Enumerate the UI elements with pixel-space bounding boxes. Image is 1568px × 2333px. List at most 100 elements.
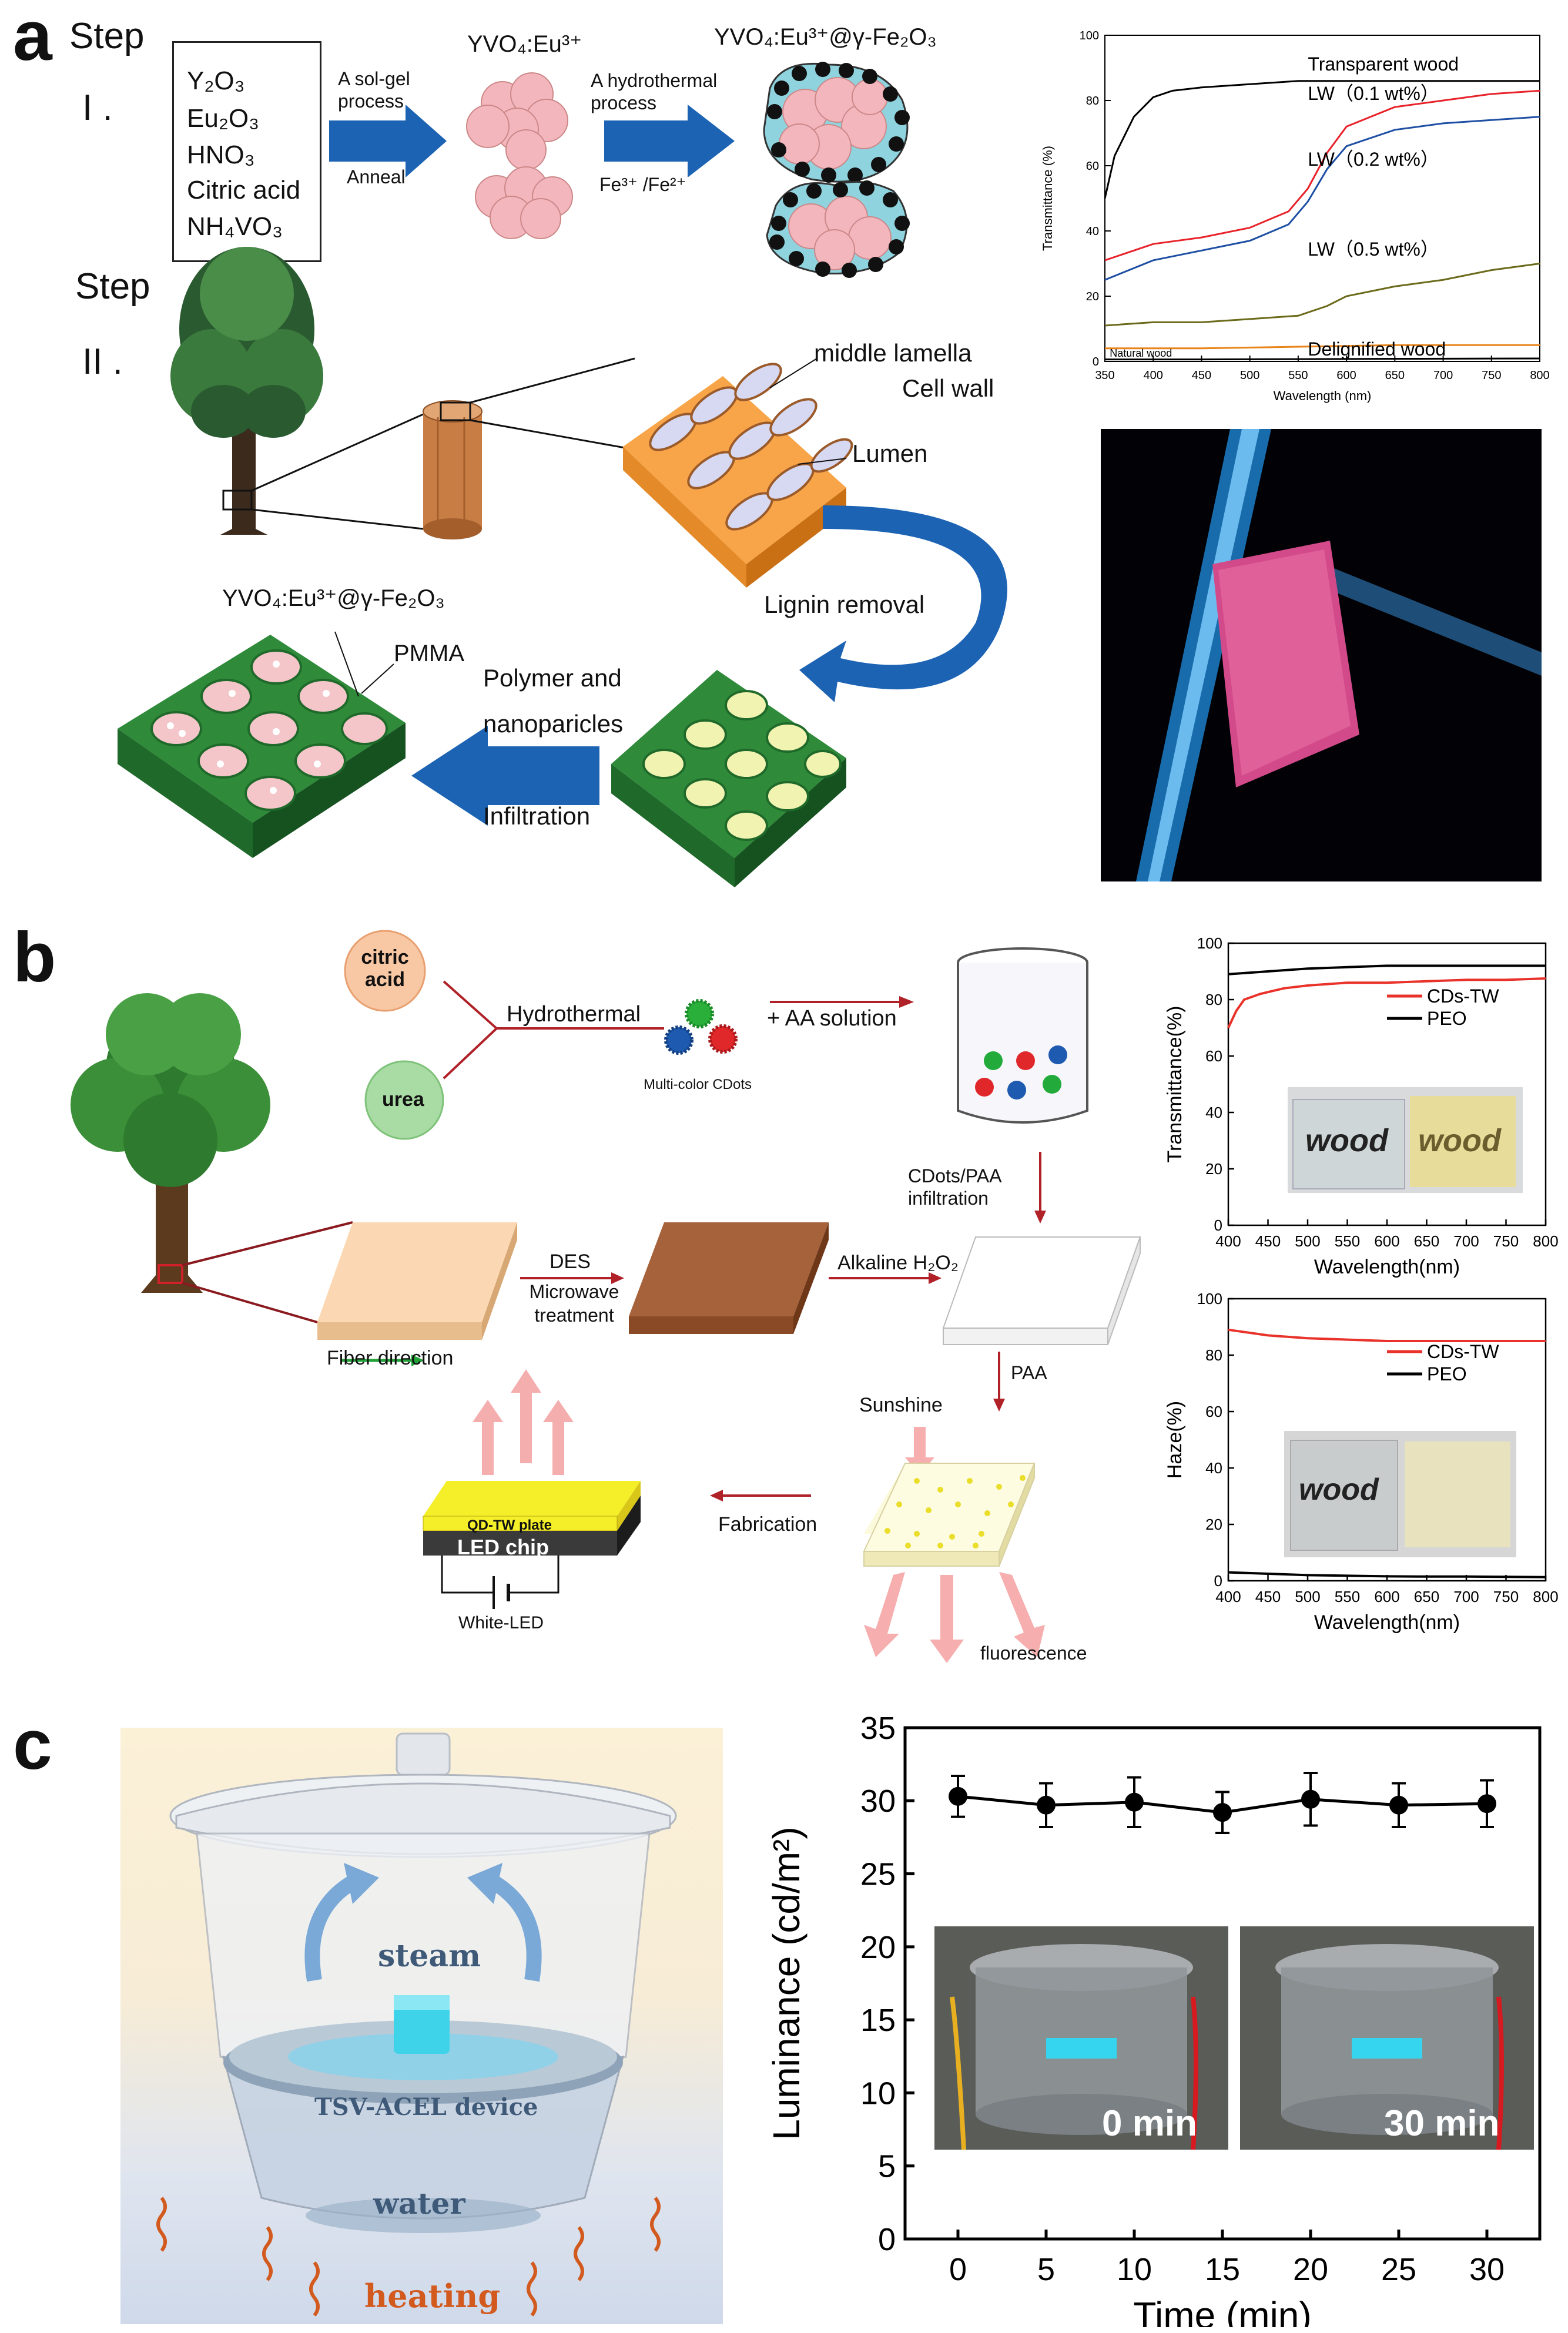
fluorescence-arrow: [999, 1572, 1045, 1657]
series-line-0: [1104, 80, 1540, 199]
series-line-4: [1105, 344, 1540, 350]
legend-label: PEO: [1427, 1008, 1467, 1029]
y-tick-label: 0: [1093, 356, 1099, 368]
cdots-paa-label: CDots/PAA infiltration: [908, 1165, 1001, 1209]
y-tick-label: 30: [860, 1784, 896, 1819]
x-tick-label: 700: [1433, 369, 1453, 382]
data-point: [1213, 1803, 1232, 1822]
y-tick-label: 20: [1205, 1160, 1222, 1178]
log-sample-box: [440, 401, 471, 421]
y-tick-label: 0: [1214, 1572, 1222, 1590]
hydrothermal-label-b: Hydrothermal: [507, 1002, 641, 1027]
cdot-green-icon: [685, 999, 714, 1028]
fluorescence-arrow: [864, 1572, 905, 1657]
x-tick-label: 500: [1295, 1588, 1320, 1605]
y-tick-label: 20: [860, 1930, 896, 1965]
y-tick-label: 5: [878, 2149, 896, 2184]
yvo4-particle-cluster-1: [466, 72, 568, 170]
x-tick-label: 650: [1414, 1232, 1439, 1250]
wood-photo-inset-haze: wood: [1284, 1431, 1516, 1557]
inset-30min-label: 30 min: [1384, 2103, 1500, 2144]
pmma-label: PMMA: [394, 641, 464, 666]
reagent-hno3: HNO₃: [187, 140, 255, 169]
heating-label: heating: [364, 2277, 501, 2315]
x-axis-label: Wavelength(nm): [1314, 1611, 1460, 1634]
beaker-icon: [957, 947, 1088, 1124]
middle-lamella-label: middle lamella: [814, 339, 972, 367]
water-label: water: [373, 2186, 465, 2221]
fluorescence-label: fluorescence: [980, 1643, 1087, 1664]
wood-photo-inset-transmittance: wood wood: [1288, 1087, 1523, 1193]
citric-acid-circle: [344, 930, 426, 1012]
series-line-5: [1105, 357, 1540, 361]
x-tick-label: 25: [1381, 2252, 1416, 2287]
tree-illustration-a: [170, 247, 323, 535]
infiltration-arrow: [411, 726, 599, 826]
y-tick-label: 80: [1205, 1346, 1222, 1364]
y-axis-label: Transmittance(%): [1164, 1005, 1186, 1162]
y-tick-label: 35: [860, 1711, 896, 1746]
x-tick-label: 750: [1493, 1232, 1519, 1250]
x-tick-label: 700: [1453, 1232, 1479, 1250]
x-tick-label: 10: [1117, 2252, 1152, 2287]
x-tick-label: 800: [1533, 1232, 1558, 1250]
fluorescence-arrow: [930, 1575, 964, 1663]
urea-label: urea: [382, 1088, 424, 1111]
x-tick-label: 750: [1493, 1588, 1519, 1605]
data-point: [1301, 1789, 1320, 1809]
legend-label: CDs-TW: [1427, 1341, 1499, 1362]
x-tick-label: 550: [1335, 1232, 1360, 1250]
steam-label: steam: [378, 1938, 481, 1974]
y-tick-label: 40: [1086, 225, 1099, 238]
pmma-pointer: [361, 663, 394, 694]
x-tick-label: 550: [1288, 369, 1308, 382]
sunshine-label: Sunshine: [859, 1394, 943, 1416]
inset-photo-0min: 0 min: [934, 1926, 1228, 2150]
multicolor-cdots-label: Multi-color CDots: [644, 1077, 752, 1092]
y-tick-label: 60: [1086, 160, 1099, 173]
polymer-and-label: Polymer and: [483, 664, 622, 692]
x-tick-label: 30: [1469, 2252, 1505, 2287]
natural-wood-slab: [317, 1222, 517, 1340]
hydrothermal-label: A hydrothermal process: [591, 70, 718, 113]
solgel-label: A sol-gel process: [338, 68, 410, 112]
inset-0min-label: 0 min: [1102, 2103, 1197, 2144]
series-line-0: [1227, 977, 1546, 1028]
y-tick-label: 40: [1205, 1459, 1222, 1477]
tree-sample-box: [158, 1264, 183, 1284]
step2-word: Step: [75, 266, 150, 307]
panel-a-schematic: [118, 62, 1007, 887]
x-tick-label: 20: [1293, 2252, 1328, 2287]
bleached-wood-slab: [942, 1236, 1141, 1345]
composite-label: YVO₄:Eu³⁺@γ-Fe₂O₃: [222, 585, 445, 611]
data-point: [1389, 1795, 1408, 1815]
lamella-pointer: [769, 358, 817, 388]
data-point: [1125, 1792, 1144, 1812]
tree-sample-box: [222, 490, 253, 511]
x-tick-label: 700: [1453, 1588, 1479, 1605]
fe-label: Fe³⁺ /Fe²⁺: [599, 174, 686, 195]
microwave-label: Microwave treatment: [529, 1281, 619, 1326]
x-tick-label: 450: [1255, 1588, 1281, 1605]
x-tick-label: 800: [1533, 1588, 1558, 1605]
reagent-nh4vo3: NH₄VO₃: [187, 212, 283, 241]
series-label: LW（0.5 wt%）: [1308, 239, 1439, 260]
series-line-1: [1228, 964, 1546, 976]
urea-circle: [364, 1060, 444, 1140]
y-tick-label: 20: [1086, 290, 1099, 303]
x-tick-label: 600: [1336, 369, 1356, 382]
x-tick-label: 15: [1205, 2252, 1240, 2287]
y-tick-label: 0: [1214, 1216, 1222, 1234]
coated-cluster-1: [763, 62, 910, 183]
y-tick-label: 20: [1205, 1516, 1222, 1533]
reagent-y2o3: Y₂O₃: [187, 66, 245, 95]
cell-wall-label: Cell wall: [902, 374, 994, 402]
zoom-line: [470, 419, 635, 451]
alkaline-label: Alkaline H₂O₂: [837, 1252, 959, 1274]
qd-tw-plate-label: QD-TW plate: [467, 1517, 552, 1533]
x-tick-label: 350: [1095, 369, 1114, 382]
x-tick-label: 400: [1144, 369, 1163, 382]
zoom-line: [251, 508, 424, 530]
data-point: [949, 1786, 967, 1806]
